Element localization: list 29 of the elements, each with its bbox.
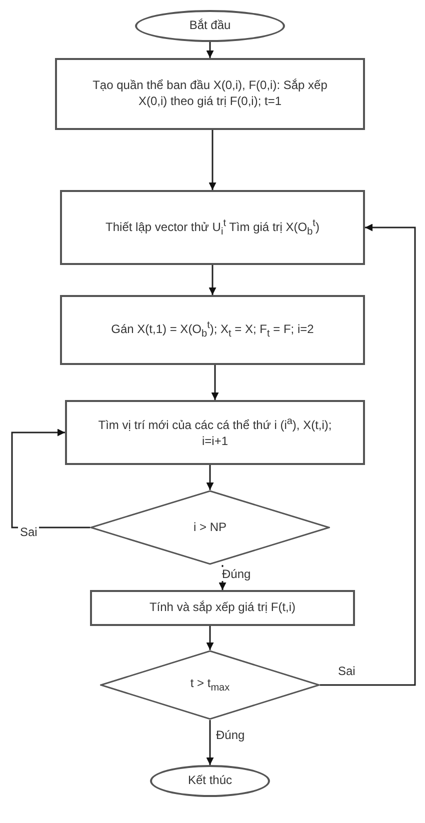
process-box [60,295,365,365]
node-text: Kết thúc [188,773,232,789]
node-text: Tìm vị trí mới của các cá thể thứ i (i$^{a}$), X(t,i); i=i+1 [97,415,333,450]
arrow [11,428,90,528]
node-text: Thiết lập vector thử U$_{i}$$^{t}$ Tìm giá trị X(O$_{b}$$^{t}$) [106,216,320,238]
process-box [55,58,365,130]
node-text: Tạo quần thể ban đầu X(0,i), F(0,i): Sắp xếp X(0,i) theo giá trị F(0,i); t=1 [92,78,328,110]
arrow [206,720,214,765]
arrow [206,465,214,490]
arrow [208,130,216,190]
node-text: Gán X(t,1) = X(O$_{b}$$^{t}$); X$_{t}$ = X; F$_{t}$ = F; i=2 [111,319,314,341]
edge-label: Sai [18,525,40,539]
node-text: Bắt đầu [189,18,231,34]
node-text: Tính và sắp xếp giá trị F(t,i) [149,600,296,616]
process-box [90,590,355,626]
edge-label: Đúng [214,728,247,742]
node-text: t > t$_{max}$ [190,676,230,694]
arrow [206,626,214,650]
arrow [320,224,416,686]
arrow [211,365,219,400]
decision-diamond [100,650,320,720]
node-text: i > NP [193,520,226,536]
process-box [60,190,365,265]
edge-label: Đúng [220,567,253,581]
arrow [206,42,214,58]
arrow [208,265,216,295]
edge-label: Sai [336,664,358,678]
decision-diamond [90,490,330,565]
process-box [65,400,365,465]
